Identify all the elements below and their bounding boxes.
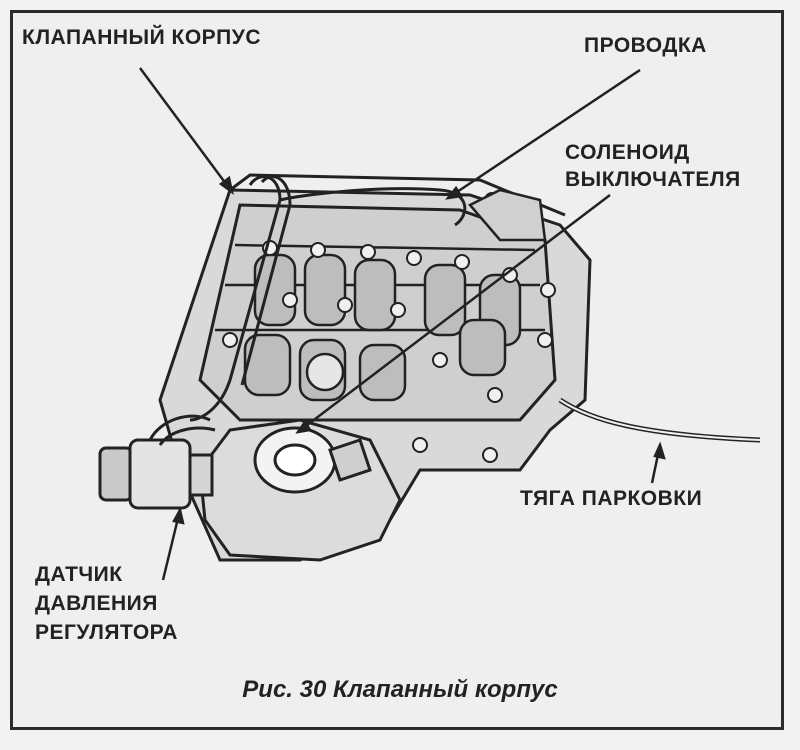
spool-bores [243,253,522,402]
label-park-rod: ТЯГА ПАРКОВКИ [520,487,703,510]
label-sensor-line2: ДАВЛЕНИЯ [35,592,158,615]
solenoid-leader [297,194,611,433]
label-wiring: ПРОВОДКА [584,34,707,57]
label-sensor-line3: РЕГУЛЯТОРА [35,621,178,644]
park-rod [558,397,761,443]
label-valve-body: КЛАПАННЫЙ КОРПУС [22,26,261,49]
pressure-sensor-connector [98,414,216,510]
label-solenoid-line2: ВЫКЛЮЧАТЕЛЯ [565,168,741,191]
valve-body-leader [138,67,234,193]
solenoid-arrowhead [295,419,313,434]
sensor-arrowhead [172,506,185,525]
park-rod-highlight [559,399,761,441]
wiring-arrowhead [445,185,464,200]
park-rod-arrowhead [653,441,666,460]
label-sensor-line1: ДАТЧИК [35,563,123,586]
governor-housing [198,418,402,562]
wiring-leader [447,68,641,200]
figure-caption: Рис. 30 Клапанный корпус [242,676,558,703]
leader-lines [138,67,666,581]
label-solenoid-line1: СОЛЕНОИД [565,141,690,164]
valve-body-arrowhead [218,175,234,195]
bracket [468,188,547,242]
